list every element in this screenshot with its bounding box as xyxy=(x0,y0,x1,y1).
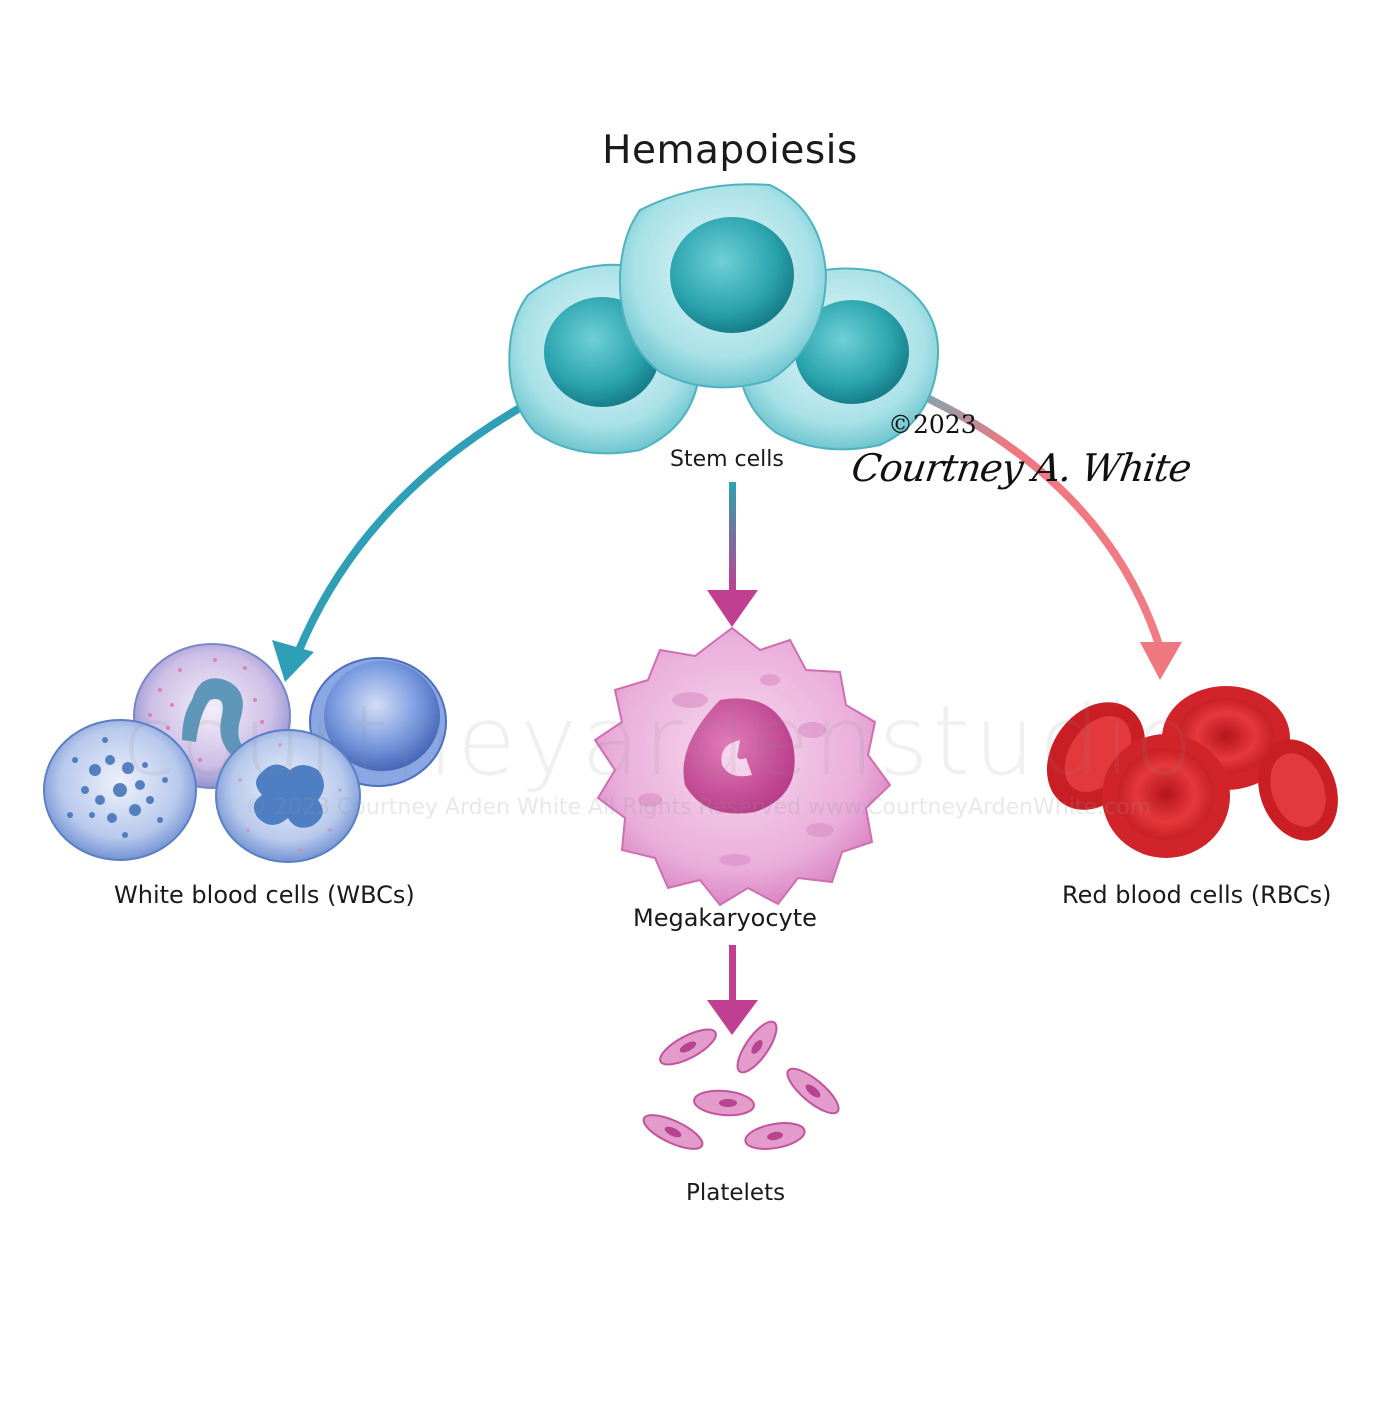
platelet xyxy=(736,1020,778,1074)
diagram-title: Hemapoiesis xyxy=(602,128,858,173)
platelet xyxy=(786,1067,840,1115)
wbc-neutrophil xyxy=(215,729,361,863)
label-megakaryocyte: Megakaryocyte xyxy=(633,904,817,932)
stem-cells-illustration xyxy=(508,183,940,455)
watermark-copyright: © 2023 Courtney Arden White All Rights R… xyxy=(245,795,1152,820)
wbc-basophil xyxy=(43,719,197,861)
megakaryocyte-illustration xyxy=(593,626,892,907)
label-red-blood-cells: Red blood cells (RBCs) xyxy=(1062,881,1332,909)
platelet xyxy=(642,1114,704,1150)
wbc-illustration xyxy=(43,643,447,863)
signature: Courtney A. White xyxy=(848,446,1194,490)
rbc-right xyxy=(1258,739,1338,841)
arrow-to-megakaryocyte xyxy=(707,482,758,627)
platelet xyxy=(744,1122,806,1150)
arrow-to-rbc xyxy=(888,378,1182,680)
arrow-to-platelets xyxy=(707,945,758,1035)
platelets-illustration xyxy=(642,1020,840,1150)
label-platelets: Platelets xyxy=(686,1180,786,1206)
platelet xyxy=(659,1028,717,1066)
rbc-illustration xyxy=(1046,686,1338,858)
watermark-large: courtneyardenstudio xyxy=(122,685,1198,797)
stem-cell-center xyxy=(618,183,828,389)
signature-year: ©2023 xyxy=(888,410,977,439)
label-stem-cells: Stem cells xyxy=(670,447,784,472)
rbc-front xyxy=(1102,734,1230,858)
label-white-blood-cells: White blood cells (WBCs) xyxy=(114,881,415,909)
platelet xyxy=(693,1089,755,1117)
